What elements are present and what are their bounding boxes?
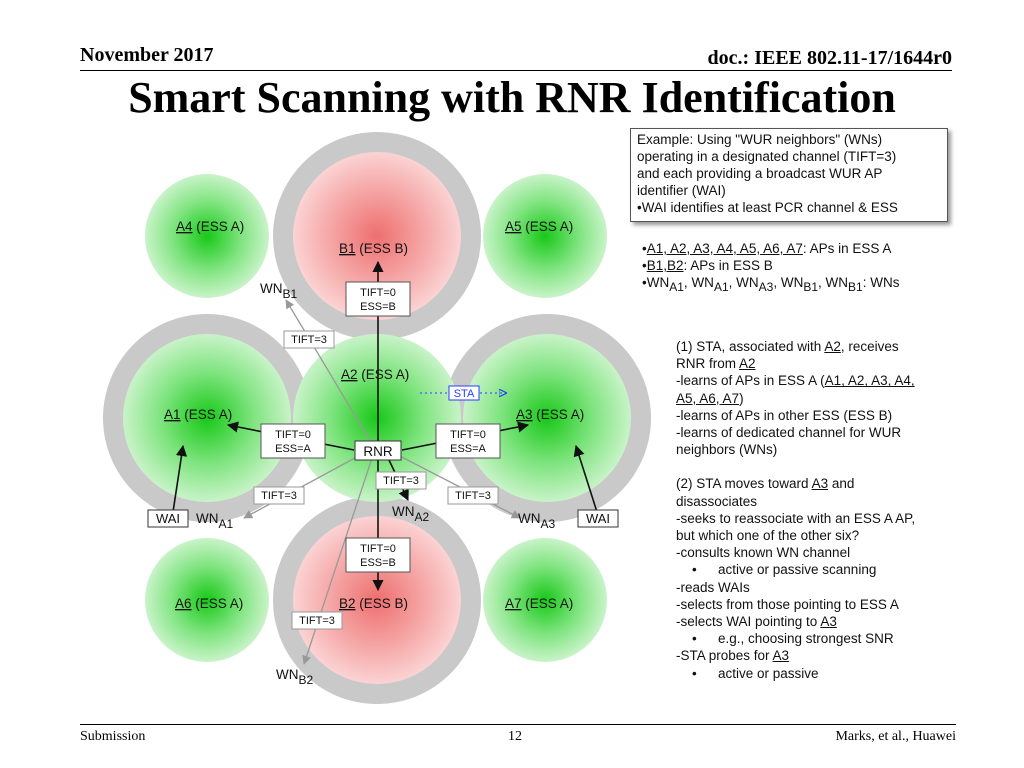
legend-wns: •WNA1, WNA1, WNA3, WNB1, WNB1: WNs bbox=[642, 275, 900, 294]
tift-box-a3: TIFT=0 ESS=A bbox=[435, 423, 501, 459]
svg-text:WAI: WAI bbox=[156, 511, 180, 526]
step-line: disassociates bbox=[676, 493, 758, 509]
ap-a4-cell bbox=[145, 174, 269, 298]
footer-authors: Marks, et al., Huawei bbox=[835, 729, 956, 744]
footer-submission: Submission bbox=[80, 729, 146, 744]
svg-text:STA: STA bbox=[454, 388, 475, 400]
ap-a7-cell bbox=[483, 538, 607, 662]
ap-b2-cell bbox=[293, 516, 461, 684]
ap-b1-label: B1 (ESS B) bbox=[339, 241, 408, 256]
wn-a2-label: WNA2 bbox=[392, 504, 430, 524]
rnr-box: RNR bbox=[354, 440, 402, 461]
svg-text:TIFT=0: TIFT=0 bbox=[360, 287, 396, 299]
step-line: -learns of dedicated channel for WUR bbox=[676, 425, 902, 441]
ap-a1-label: A1 (ESS A) bbox=[164, 407, 232, 422]
legend: •A1, A2, A3, A4, A5, A6, A7: APs in ESS … bbox=[642, 240, 900, 296]
example-box: Example: Using "WUR neighbors" (WNs) ope… bbox=[630, 128, 948, 222]
step-line: -consults known WN channel bbox=[676, 545, 851, 561]
step-line: -STA probes for A3 bbox=[676, 648, 790, 664]
tift3-label-a2: TIFT=3 bbox=[375, 471, 427, 490]
ap-a2-label: A2 (ESS A) bbox=[341, 367, 409, 382]
wn-links bbox=[243, 299, 521, 665]
step-line: -learns of APs in other ESS (ESS B) bbox=[676, 407, 893, 423]
step-bullet: •active or passive scanning bbox=[692, 562, 877, 578]
svg-text:ESS=A: ESS=A bbox=[450, 443, 486, 455]
step-line: -seeks to reassociate with an ESS A AP, bbox=[676, 510, 916, 526]
example-line: and each providing a broadcast WUR AP bbox=[637, 166, 883, 181]
ap-a4-label: A4 (ESS A) bbox=[176, 219, 244, 234]
tift3-label-b1: TIFT=3 bbox=[283, 330, 335, 349]
svg-text:TIFT=3: TIFT=3 bbox=[299, 615, 335, 627]
step-bullet: •active or passive bbox=[692, 665, 819, 681]
ap-a1-cell bbox=[123, 334, 291, 502]
svg-text:TIFT=3: TIFT=3 bbox=[455, 490, 491, 502]
step-line: (1) STA, associated with A2, receives bbox=[676, 339, 899, 354]
svg-text:WAI: WAI bbox=[586, 511, 610, 526]
step-line: but which one of the other six? bbox=[676, 528, 860, 544]
sta-box: STA bbox=[448, 385, 480, 401]
step-spacer bbox=[676, 458, 915, 475]
wn-a1-label: WNA1 bbox=[196, 511, 234, 531]
steps-text: (1) STA, associated with A2, receives RN… bbox=[676, 338, 915, 682]
slide-title: Smart Scanning with RNR Identification bbox=[128, 73, 896, 122]
wai-box-a1: WAI bbox=[147, 509, 189, 528]
svg-text:ESS=A: ESS=A bbox=[275, 443, 311, 455]
tift-box-a1: TIFT=0 ESS=A bbox=[260, 423, 326, 459]
step-bullet: •e.g., choosing strongest SNR bbox=[692, 631, 894, 647]
footer-divider bbox=[80, 724, 956, 725]
ap-a6-label: A6 (ESS A) bbox=[175, 596, 243, 611]
step-line: -selects from those pointing to ESS A bbox=[676, 596, 899, 612]
example-line: Example: Using "WUR neighbors" (WNs) bbox=[637, 132, 883, 147]
ap-a3-label: A3 (ESS A) bbox=[516, 407, 584, 422]
header-date: November 2017 bbox=[80, 44, 214, 66]
example-line: identifier (WAI) bbox=[637, 183, 726, 198]
svg-text:RNR: RNR bbox=[363, 444, 392, 459]
svg-text:TIFT=0: TIFT=0 bbox=[360, 543, 396, 555]
legend-ess-b: •B1,B2: APs in ESS B bbox=[642, 258, 773, 273]
ap-a5-label: A5 (ESS A) bbox=[505, 219, 573, 234]
svg-text:TIFT=0: TIFT=0 bbox=[450, 429, 486, 441]
ap-b1-cell bbox=[293, 152, 461, 320]
footer-page-number: 12 bbox=[508, 729, 522, 744]
step-line: neighbors (WNs) bbox=[676, 442, 778, 458]
header-divider bbox=[80, 70, 952, 71]
svg-text:TIFT=3: TIFT=3 bbox=[383, 475, 419, 487]
tift3-label-b2: TIFT=3 bbox=[291, 611, 343, 630]
legend-ess-a: •A1, A2, A3, A4, A5, A6, A7: APs in ESS … bbox=[642, 241, 892, 256]
header-doc-id: doc.: IEEE 802.11-17/1644r0 bbox=[707, 47, 952, 69]
step-line: (2) STA moves toward A3 and bbox=[676, 476, 855, 492]
svg-text:TIFT=3: TIFT=3 bbox=[291, 334, 327, 346]
tift-box-b1: TIFT=0 ESS=B bbox=[345, 281, 411, 317]
svg-text:TIFT=0: TIFT=0 bbox=[275, 429, 311, 441]
tift-box-b2: TIFT=0 ESS=B bbox=[345, 537, 411, 573]
step-line: A5, A6, A7) bbox=[676, 390, 744, 406]
wn-b1-label: WNB1 bbox=[260, 281, 298, 301]
step-line: -learns of APs in ESS A (A1, A2, A3, A4, bbox=[676, 373, 915, 389]
ap-a3-cell bbox=[463, 334, 631, 502]
svg-text:TIFT=3: TIFT=3 bbox=[261, 490, 297, 502]
ap-a7-label: A7 (ESS A) bbox=[505, 596, 573, 611]
tift3-label-a1: TIFT=3 bbox=[253, 486, 305, 505]
step-line: -reads WAIs bbox=[676, 579, 750, 595]
wai-box-a3: WAI bbox=[577, 509, 619, 528]
step-line: RNR from A2 bbox=[676, 356, 756, 372]
svg-text:ESS=B: ESS=B bbox=[360, 301, 396, 313]
svg-text:ESS=B: ESS=B bbox=[360, 557, 396, 569]
ap-a2-cell bbox=[293, 334, 461, 502]
wn-a3-label: WNA3 bbox=[518, 511, 556, 531]
step-line: -selects WAI pointing to A3 bbox=[676, 614, 837, 630]
ap-a6-cell bbox=[145, 538, 269, 662]
wn-b2-label: WNB2 bbox=[276, 667, 314, 687]
example-line: •WAI identifies at least PCR channel & E… bbox=[637, 200, 898, 215]
ap-b2-label: B2 (ESS B) bbox=[339, 596, 408, 611]
ap-a5-cell bbox=[483, 174, 607, 298]
example-line: operating in a designated channel (TIFT=… bbox=[637, 149, 897, 164]
tift3-label-a3: TIFT=3 bbox=[447, 486, 499, 505]
